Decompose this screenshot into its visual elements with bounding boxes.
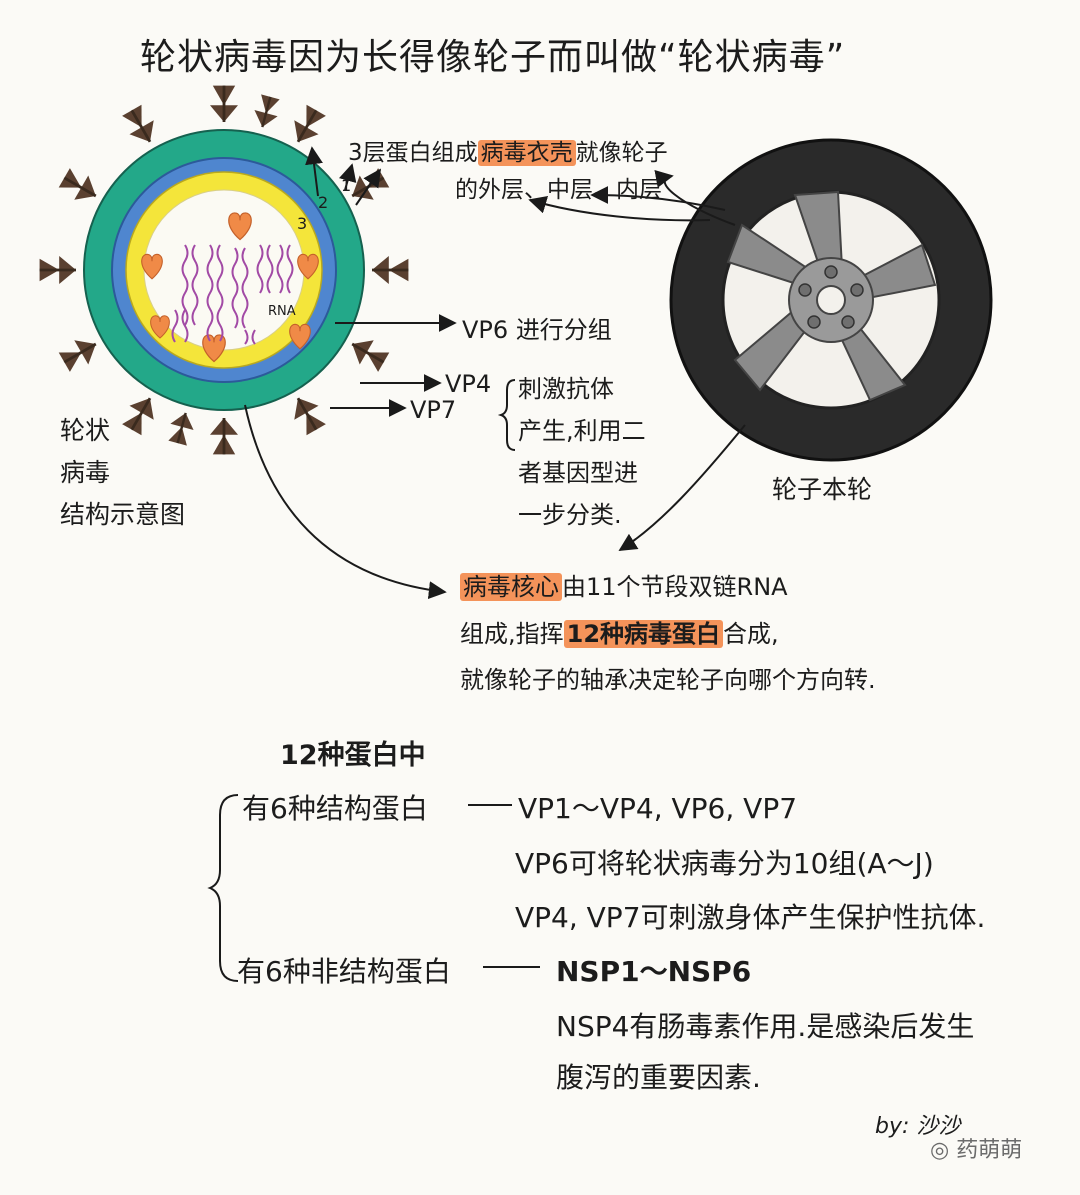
antibody-note: 刺激抗体 产生,利用二 者基因型进 一步分类.	[518, 368, 678, 536]
capsid-layers-suffix: 就像轮子	[575, 140, 668, 166]
vp7-label: VP7	[410, 396, 457, 424]
antibody-note-line: 一步分类.	[518, 501, 622, 529]
vp6-description: 进行分组	[515, 316, 612, 344]
structure-caption-line: 病毒	[60, 458, 111, 487]
core-line-2-prefix: 组成,指挥	[460, 620, 564, 648]
structure-caption-line: 轮状	[60, 416, 111, 445]
core-line-3: 就像轮子的轴承决定轮子向哪个方向转.	[460, 666, 876, 694]
core-line-1: 病毒核心由11个节段双链RNA	[460, 567, 788, 602]
page-title: 轮状病毒因为长得像轮子而叫做“轮状病毒”	[140, 37, 846, 78]
structural-note-1: VP6可将轮状病毒分为10组(A～J)	[515, 847, 934, 880]
viral-capsid-highlight: 病毒衣壳	[477, 140, 576, 166]
vp4-label: VP4	[445, 370, 492, 398]
wheel-caption: 轮子本轮	[772, 475, 873, 504]
capsid-layers-prefix: 3层蛋白组成	[348, 140, 478, 166]
wechat-icon: ◎	[930, 1138, 950, 1163]
signature: by: 沙沙	[875, 1108, 960, 1140]
signature-name: 沙沙	[916, 1114, 961, 1139]
vp6-label: VP6	[462, 316, 509, 344]
layer-number-1: 1	[341, 176, 352, 195]
structural-proteins-list: VP1～VP4, VP6, VP7	[518, 792, 798, 825]
wheel-spokes	[726, 190, 937, 402]
core-line-1-text: 由11个节段双链RNA	[562, 573, 788, 601]
capsid-layers-note-line2: 的外层、中层、内层	[455, 177, 662, 203]
antibody-note-line: 者基因型进	[518, 459, 638, 487]
layer-number-2: 2	[318, 193, 329, 212]
rotavirus-structure-diagram	[38, 84, 410, 456]
capsid-layers-note-line1: 3层蛋白组成病毒衣壳就像轮子	[348, 133, 668, 167]
structural-proteins-label: 有6种结构蛋白	[242, 792, 428, 825]
annotation-arrows	[207, 146, 746, 982]
wheel-illustration	[669, 138, 993, 462]
structural-note-2: VP4, VP7可刺激身体产生保护性抗体.	[515, 901, 986, 934]
core-line-2-suffix: 合成,	[723, 620, 779, 648]
structure-caption: 轮状 病毒 结构示意图	[60, 410, 240, 536]
layer-number-3: 3	[297, 214, 308, 233]
nonstructural-proteins-label: 有6种非结构蛋白	[237, 955, 451, 988]
rna-label: RNA	[268, 304, 296, 319]
nonstructural-note-1: NSP4有肠毒素作用.是感染后发生	[556, 1010, 975, 1043]
structure-caption-line: 结构示意图	[60, 500, 186, 529]
antibody-note-line: 刺激抗体	[518, 375, 614, 403]
rna-strands	[171, 244, 294, 345]
protein-section-heading: 12种蛋白中	[280, 740, 426, 771]
nonstructural-proteins-list: NSP1～NSP6	[556, 955, 752, 988]
watermark-text: 药萌萌	[956, 1138, 1023, 1163]
vp6-annotation: VP6 进行分组	[462, 310, 612, 345]
viral-core-highlight: 病毒核心	[460, 573, 562, 601]
twelve-proteins-highlight: 12种病毒蛋白	[563, 620, 724, 648]
watermark: ◎ 药萌萌	[930, 1132, 1022, 1164]
signature-prefix: by:	[875, 1114, 910, 1139]
antibody-note-line: 产生,利用二	[518, 417, 646, 445]
nonstructural-note-2: 腹泻的重要因素.	[556, 1061, 761, 1094]
